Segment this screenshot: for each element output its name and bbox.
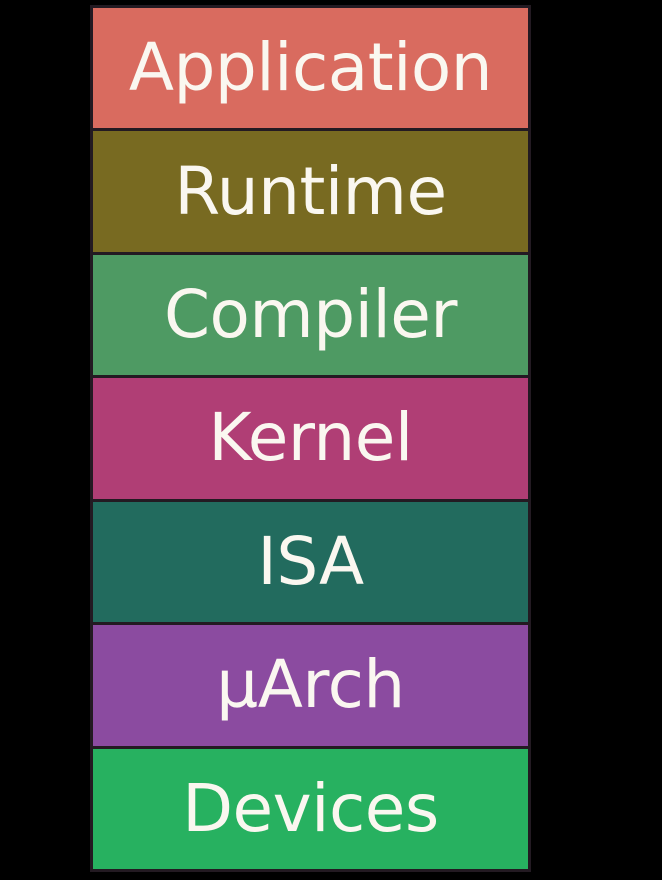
stack-layer-microarchitecture: µArch [90,622,531,749]
stack-layer-label-isa: ISA [257,522,364,600]
stack-layer-label-microarchitecture: µArch [216,646,405,724]
stack-layer-label-kernel: Kernel [208,399,413,477]
stack-layer-isa: ISA [90,498,531,626]
stack-layer-label-runtime: Runtime [174,152,447,230]
stack-layer-application: Application [90,5,531,132]
stack-layer-label-devices: Devices [182,769,439,847]
stack-layer-label-application: Application [128,29,493,107]
stack-layer-devices: Devices [90,745,531,872]
stack-layer-label-compiler: Compiler [163,276,458,354]
stack-layer-compiler: Compiler [90,251,531,379]
stack-layer-runtime: Runtime [90,128,531,255]
stack-layer-kernel: Kernel [90,375,531,502]
system-stack-diagram: Application Runtime Compiler Kernel ISA … [90,5,531,872]
